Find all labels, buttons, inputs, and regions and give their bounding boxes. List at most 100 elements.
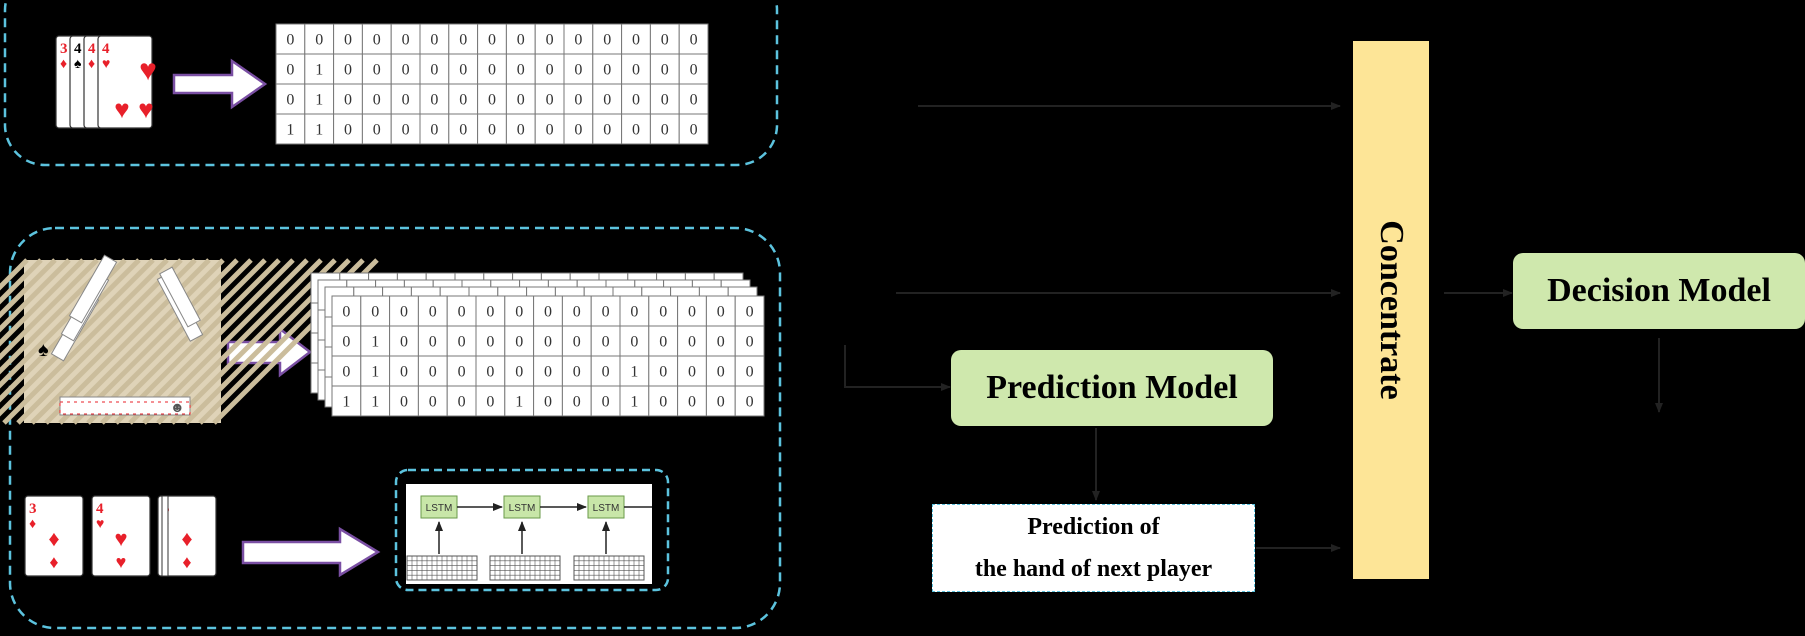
card-pip-icon: ♥ [116,552,127,572]
hand-matrix-value: 0 [488,62,496,79]
hand-matrix-cell [563,113,594,145]
last-played-cards: 3♦♦♦4♥♥♥5♦♦♦ [24,495,217,577]
hand-matrix-value: 0 [373,92,381,109]
history-matrix-value: 0 [717,304,725,321]
history-matrix-cell [475,385,506,417]
hand-matrix-cell [304,83,335,115]
history-matrix-cell [504,325,535,357]
history-matrix-value: 0 [486,364,494,381]
hand-matrix-value: 0 [690,32,698,49]
hand-cards: 3♦4♠4♦4♥♥♥♥ [55,35,157,129]
history-matrix-value: 0 [717,394,725,411]
history-matrix-value: 0 [573,304,581,321]
history-matrix-cell [475,295,506,327]
history-matrix-value: 0 [746,394,754,411]
history-matrix-value: 0 [342,364,350,381]
hand-matrix-cell [592,83,623,115]
hand-matrix-cell [649,53,680,85]
hand-matrix-cell [361,113,392,145]
hand-to-matrix-arrow [172,58,268,110]
hand-matrix-cell [275,53,306,85]
hand-matrix-cell [390,113,421,145]
card-pip-icon: ♦ [49,552,58,572]
hand-matrix-value: 0 [315,32,323,49]
history-matrix-cell [417,295,448,327]
hand-matrix-value: 1 [315,122,323,139]
history-matrix-value: 0 [429,364,437,381]
history-matrix-value: 0 [371,304,379,321]
hand-matrix-cell [649,83,680,115]
hand-matrix-cell [505,23,536,55]
lstm-cell: LSTM [406,495,503,581]
history-matrix-value: 0 [429,304,437,321]
history-matrix-value: 0 [486,304,494,321]
hand-matrix-value: 0 [661,62,669,79]
playing-card: 3♦♦♦ [24,495,84,577]
hand-matrix-value: 0 [661,32,669,49]
hand-matrix-value: 0 [690,62,698,79]
hand-matrix-value: 0 [603,92,611,109]
hand-matrix-cell [448,53,479,85]
card-suit-icon: ♦ [60,57,67,72]
hand-matrix-value: 0 [574,62,582,79]
hand-matrix-value: 0 [430,62,438,79]
hand-matrix-cell [678,23,709,55]
hand-matrix-value: 0 [488,122,496,139]
hand-matrix-cell [333,23,363,55]
hand-matrix-cell [361,53,392,85]
card-suit-icon: ♥ [102,57,110,72]
history-matrix-value: 0 [659,304,667,321]
history-matrix-cell [446,295,477,327]
hand-matrix-value: 0 [517,92,525,109]
history-matrix-value: 0 [515,334,523,351]
hand-matrix-value: 0 [402,32,410,49]
hand-matrix-value: 0 [402,62,410,79]
history-matrix-cell [446,355,477,387]
card-suit-icon: ♠ [74,57,82,72]
hand-matrix-value: 0 [373,122,381,139]
hand-matrix-value: 0 [402,122,410,139]
history-matrix-value: 1 [515,394,523,411]
history-matrix-value: 0 [400,304,408,321]
history-matrix-value: 0 [515,304,523,321]
hand-matrix-cell [419,53,450,85]
hand-matrix-value: 0 [574,122,582,139]
history-matrix-value: 0 [342,334,350,351]
hand-matrix-cell [448,23,479,55]
hand-matrix-cell [477,23,507,55]
hand-matrix-value: 0 [517,62,525,79]
history-matrix-value: 0 [688,334,696,351]
hand-matrix-value: 0 [344,32,352,49]
history-matrix-value: 0 [688,364,696,381]
history-matrix-value: 0 [630,304,638,321]
hand-matrix-cell [678,83,709,115]
history-matrix-value: 0 [746,364,754,381]
history-matrix-value: 0 [429,394,437,411]
history-matrix-cell [533,325,563,357]
hand-matrix-cell [678,113,709,145]
hand-matrix-value: 0 [546,32,554,49]
hand-matrix-value: 0 [430,122,438,139]
hand-matrix-value: 0 [690,92,698,109]
hand-matrix-value: 0 [603,32,611,49]
hand-matrix-value: 0 [459,122,467,139]
history-matrix-cell [331,355,362,387]
heart-icon: ♥ [139,54,157,87]
history-matrix-cell [533,385,563,417]
history-matrix-cell [705,355,736,387]
hand-matrix-value: 0 [632,92,640,109]
playing-card: 4♥ [97,35,153,129]
hand-matrix-cell [621,113,651,145]
lstm-label: LSTM [593,503,620,514]
hand-matrix-value: 0 [488,92,496,109]
hand-matrix-cell [477,83,507,115]
lstm-label: LSTM [426,503,453,514]
history-matrix-value: 1 [371,334,379,351]
hand-matrix-value: 0 [661,122,669,139]
hand-matrix-cell [361,23,392,55]
card-fan-right [156,266,204,342]
history-matrix-cell [446,385,477,417]
heart-icon: ♥ [114,95,129,124]
history-matrix-cell [734,385,765,417]
